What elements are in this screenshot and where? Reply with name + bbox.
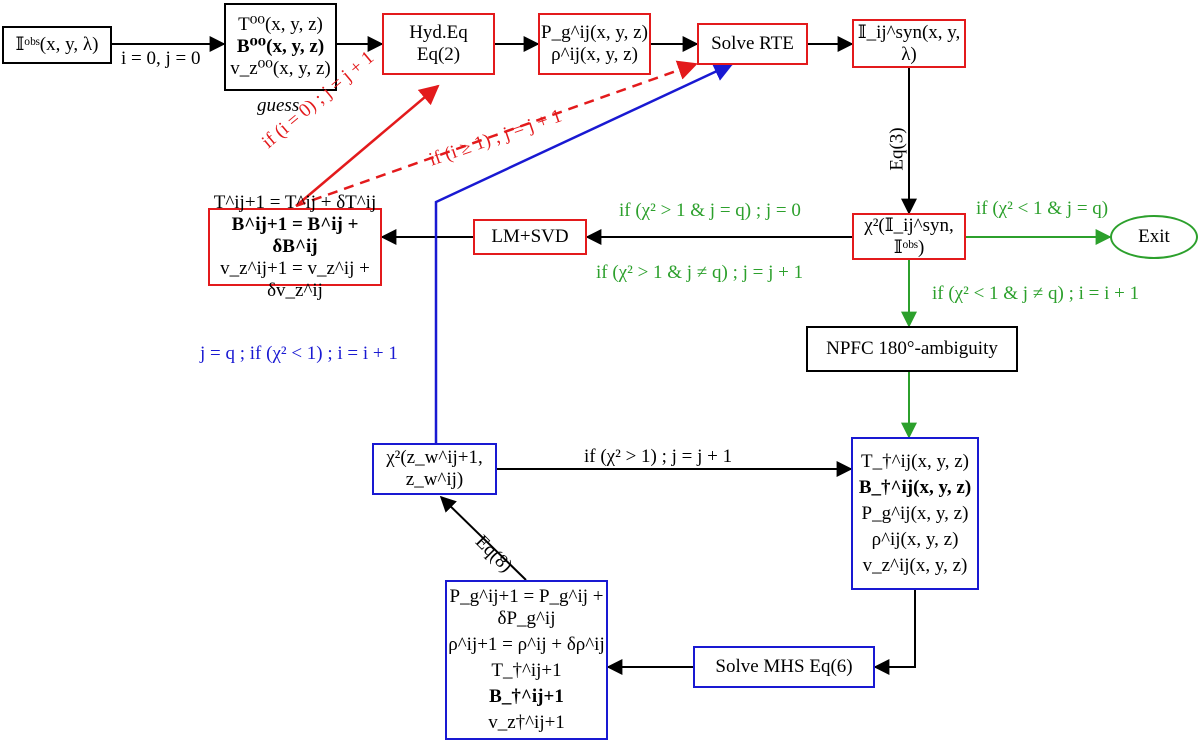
lm-svd-text: LM+SVD <box>491 226 569 247</box>
initial-guess-box: T⁰⁰(x, y, z) B⁰⁰(x, y, z) v_z⁰⁰(x, y, z) <box>224 3 337 91</box>
guess-velocity: v_z⁰⁰(x, y, z) <box>230 58 331 79</box>
observed-stokes-box: 𝕀ᵒᵇˢ(x, y, λ) <box>2 26 112 64</box>
green-bottom-label: if (χ² > 1 & j ≠ q) ; j = j + 1 <box>596 262 804 283</box>
chiz-to-dagger-label: if (χ² > 1) ; j = j + 1 <box>584 446 733 467</box>
arrow-mhsupdate-to-chiz <box>439 495 527 581</box>
parameter-update-box: T^ij+1 = T^ij + δT^ij B^ij+1 = B^ij + δB… <box>208 192 382 301</box>
update-velocity: v_z^ij+1 = v_z^ij + δv_z^ij <box>220 258 370 301</box>
update-magnetic-field: B^ij+1 = B^ij + δB^ij <box>231 214 359 257</box>
arrow-dagger-to-mhs <box>873 590 916 675</box>
hyd-eq: Eq(2) <box>416 44 461 65</box>
mhs-update-pressure: P_g^ij+1 = P_g^ij + δP_g^ij <box>449 586 604 629</box>
npfc-box: NPFC 180°-ambiguity <box>806 326 1018 372</box>
synthetic-stokes-text: 𝕀_ij^syn(x, y, λ) <box>857 21 961 65</box>
mhs-update-box: P_g^ij+1 = P_g^ij + δP_g^ij ρ^ij+1 = ρ^i… <box>445 580 608 740</box>
green-exit-label: if (χ² < 1 & j = q) <box>976 198 1109 219</box>
solve-rte-box: Solve RTE <box>697 23 808 65</box>
init-label: i = 0, j = 0 <box>121 48 201 69</box>
green-down-label: if (χ² < 1 & j ≠ q) ; i = i + 1 <box>932 283 1140 304</box>
hydrostatic-eq-box: Hyd.Eq Eq(2) <box>382 13 495 75</box>
pressure-text: P_g^ij(x, y, z) <box>541 22 648 43</box>
mhs-update-magnetic-field: B_†^ij+1 <box>489 686 564 707</box>
hyd-title: Hyd.Eq <box>409 22 468 43</box>
green-top-label: if (χ² > 1 & j = q) ; j = 0 <box>619 200 801 221</box>
chi2-stokes-text: χ²(𝕀_ij^syn, 𝕀ᵒᵇˢ) <box>864 214 954 258</box>
arrow-chiz-to-rte-blue <box>434 62 734 443</box>
guess-temperature: T⁰⁰(x, y, z) <box>238 14 323 35</box>
npfc-text: NPFC 180°-ambiguity <box>826 338 998 359</box>
arrow-update-to-rte-dashed <box>295 60 698 208</box>
blue-loop-label: j = q ; if (χ² < 1) ; i = i + 1 <box>200 343 398 364</box>
observed-stokes-text: 𝕀ᵒᵇˢ(x, y, λ) <box>15 34 99 55</box>
chi2-stokes-box: χ²(𝕀_ij^syn, 𝕀ᵒᵇˢ) <box>852 213 966 260</box>
dagger-velocity: v_z^ij(x, y, z) <box>862 554 968 576</box>
guess-magnetic-field: B⁰⁰(x, y, z) <box>236 36 325 57</box>
chi2-height-text: χ²(z_w^ij+1, z_w^ij) <box>386 447 483 490</box>
pressure-density-box: P_g^ij(x, y, z) ρ^ij(x, y, z) <box>538 13 651 75</box>
chi2-height-box: χ²(z_w^ij+1, z_w^ij) <box>372 443 497 495</box>
mhs-update-temperature: T_†^ij+1 <box>491 660 562 681</box>
density-text: ρ^ij(x, y, z) <box>551 44 638 65</box>
exit-text: Exit <box>1138 226 1170 247</box>
solve-mhs-box: Solve MHS Eq(6) <box>693 646 875 688</box>
eq3-label: Eq(3) <box>886 127 908 171</box>
dagger-magnetic-field: B_†^ij(x, y, z) <box>858 476 972 498</box>
update-temperature: T^ij+1 = T^ij + δT^ij <box>213 192 377 213</box>
solve-rte-text: Solve RTE <box>711 33 794 54</box>
mhs-update-density: ρ^ij+1 = ρ^ij + δρ^ij <box>448 634 605 655</box>
lm-svd-box: LM+SVD <box>473 219 587 255</box>
synthetic-stokes-box: 𝕀_ij^syn(x, y, λ) <box>852 19 966 68</box>
mhs-update-velocity: v_z†^ij+1 <box>488 712 565 733</box>
solve-mhs-text: Solve MHS Eq(6) <box>715 656 853 677</box>
dagger-pressure: P_g^ij(x, y, z) <box>861 502 969 524</box>
arrow-update-to-hyd <box>295 84 440 207</box>
dagger-temperature: T_†^ij(x, y, z) <box>861 450 969 472</box>
dagger-density: ρ^ij(x, y, z) <box>871 528 959 550</box>
exit-node: Exit <box>1110 215 1198 259</box>
guess-caption: guess <box>257 95 300 116</box>
dagger-params-box: T_†^ij(x, y, z) B_†^ij(x, y, z) P_g^ij(x… <box>851 437 979 590</box>
